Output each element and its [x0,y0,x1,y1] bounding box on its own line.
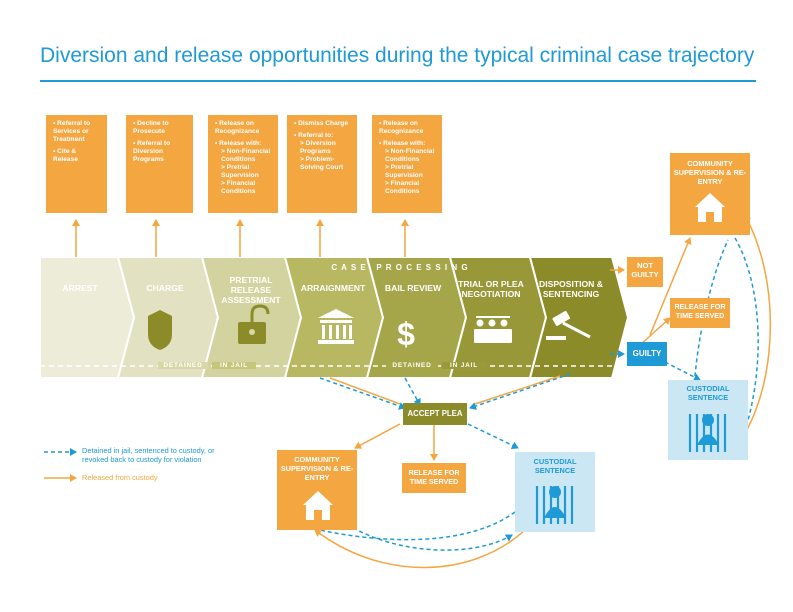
stage-label-bail-review: BAIL REVIEW [384,283,442,293]
arrest-options-list: • Referral to Services or Treatment • Ci… [53,120,102,164]
accept-plea-box [403,403,467,425]
detained-label: DETAINED [158,362,208,370]
option-text: • Release with: [215,140,262,148]
charge-options-box: • Decline to Prosecute • Referral to Div… [126,115,193,213]
stage-label-charge: CHARGE [146,283,184,293]
top-box-arrows [72,219,409,257]
stage-label-arrest: ARREST [62,283,98,293]
bail-review-options-box: • Release on Recognizance • Release with… [372,115,442,213]
custodial-sentence-right-label: CUSTODIAL SENTENCE [686,384,730,402]
option-item: • Referral to: > Diversion Programs > Pr… [294,132,352,172]
title-underline [40,80,756,82]
option-item: • Referral to Services or Treatment [53,120,91,144]
stage-chevron [528,256,630,379]
not-guilty-label: NOT GUILTY [631,261,659,280]
arraignment-options-box: • Dismiss Charge • Referral to: > Divers… [287,115,357,213]
arraignment-options-list: • Dismiss Charge • Referral to: > Divers… [294,120,352,172]
gavel-icon [546,310,591,340]
jail-cell-icon [688,414,727,452]
guilty-box [627,342,667,366]
stage-label-disposition: DISPOSITION & SENTENCING [539,279,603,299]
release-time-served-right-box [670,298,730,328]
bail-review-options-list: • Release on Recognizance • Release with… [379,120,437,196]
option-text: • Referral to: [294,132,334,140]
dollar-sign-icon: $ [397,316,415,352]
option-sub-item: > Financial Conditions [385,180,420,196]
option-item: • Release on Recognizance [379,120,424,136]
house-icon [695,193,725,222]
detained-label: DETAINED [386,362,438,370]
pretrial-options-box: • Release on Recognizance • Release with… [208,115,278,213]
stage-label-arraignment: ARRAIGNMENT [300,283,366,293]
not-guilty-box [627,257,663,287]
option-item: • Release with: > Non-Financial Conditio… [379,140,437,196]
pretrial-options-list: • Release on Recognizance • Release with… [215,120,273,196]
option-item: • Dismiss Charge [294,120,348,127]
release-time-served-bottom-box [402,463,466,493]
option-sub-item: > Pretrial Supervision [221,164,259,180]
police-badge-icon [148,310,172,350]
option-sub-item: > Problem-Solving Court [300,156,344,172]
legend-dashed-text: Detained in jail, sentenced to custody, … [82,446,215,465]
jail-cell-icon [535,486,574,524]
option-item: • Cite & Release [53,148,78,164]
jury-box-icon [474,316,512,343]
stage-label-pretrial: PRETRIAL RELEASE ASSESSMENT [221,275,281,305]
option-sub-item: > Pretrial Supervision [385,164,423,180]
charge-options-list: • Decline to Prosecute • Referral to Div… [133,120,188,164]
case-processing-label: C A S E P R O C E S S I N G [331,263,469,272]
option-item: • Release with: > Non-Financial Conditio… [215,140,273,196]
option-item: • Referral to Diversion Programs [133,140,171,164]
release-time-served-right-label: RELEASE FOR TIME SERVED [674,302,726,320]
unlocked-padlock-icon [238,304,270,344]
stage-label-trial: TRIAL OR PLEA NEGOTIATION [458,279,524,299]
release-time-served-bottom-label: RELEASE FOR TIME SERVED [408,468,460,486]
option-sub-item: > Non-Financial Conditions [221,148,271,164]
option-item: • Decline to Prosecute [133,120,169,136]
page-title: Diversion and release opportunities duri… [40,44,755,67]
option-sub-item: > Financial Conditions [221,180,256,196]
courthouse-icon [318,309,354,344]
custodial-sentence-bottom-label: CUSTODIAL SENTENCE [533,457,577,475]
option-sub-item: > Diversion Programs [300,140,336,156]
guilty-label: GUILTY [632,349,662,358]
arrest-options-box: • Referral to Services or Treatment • Ci… [46,115,107,213]
community-supervision-right-label: COMMUNITY SUPERVISION & RE-ENTRY [673,159,747,186]
accept-plea-label: ACCEPT PLEA [407,409,463,418]
option-sub-item: > Non-Financial Conditions [385,148,435,164]
detained-label: IN JAIL [442,362,486,370]
community-supervision-bottom-label: COMMUNITY SUPERVISION & RE-ENTRY [280,455,354,482]
house-icon [303,491,333,520]
stage-chevron [39,256,136,379]
legend-solid-text: Released from custody [82,473,158,482]
option-item: • Release on Recognizance [215,120,260,136]
option-text: • Release with: [379,140,426,148]
detained-label: IN JAIL [212,362,256,370]
